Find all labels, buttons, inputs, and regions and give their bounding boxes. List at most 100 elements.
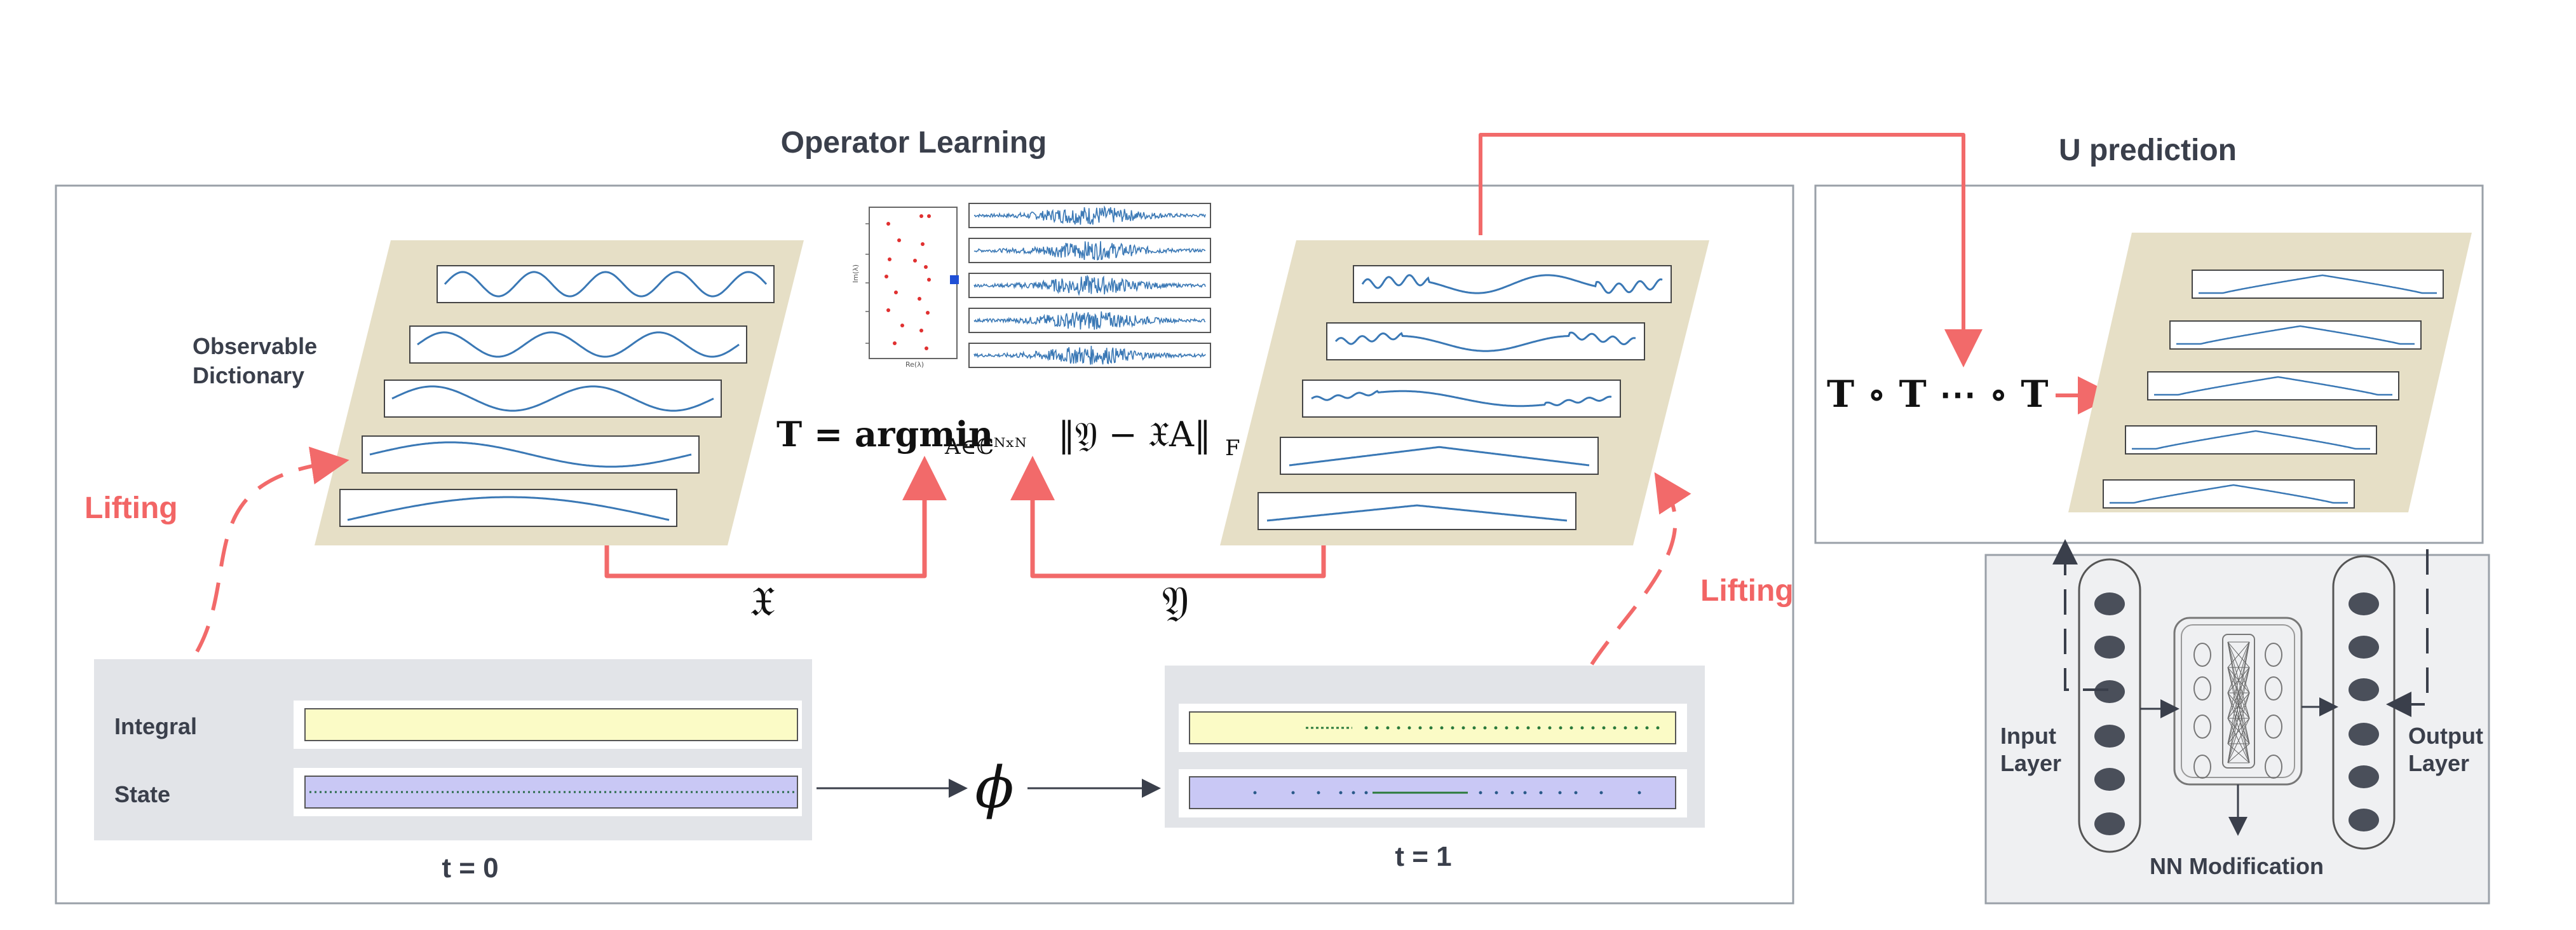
state-dot (1599, 791, 1603, 795)
hidden-node (2265, 643, 2282, 667)
eigenvalue-point (918, 297, 921, 301)
hidden-node (2265, 715, 2282, 739)
y-to-equation-arrow (1010, 456, 1326, 578)
dictionary-curves-left (339, 265, 775, 527)
integral-dot (1624, 726, 1627, 730)
lifting-left-arrow (195, 446, 349, 653)
eigenvalue-point (894, 291, 898, 294)
integral-dot (1429, 726, 1433, 730)
svg-text:T = argmin: T = argmin (776, 414, 993, 455)
hidden-node (2193, 643, 2211, 667)
t0-label: t = 0 (442, 852, 498, 884)
integral-dot (1559, 726, 1563, 730)
integral-dot (1569, 726, 1573, 730)
prediction-curve (2132, 430, 2370, 450)
frak-y-label: 𝔜 (1162, 578, 1189, 626)
lifting-right-arrow (1590, 472, 1691, 666)
integral-dot (1580, 726, 1584, 730)
input-layer (2078, 558, 2141, 853)
dictionary-curve (1334, 331, 1636, 352)
nn-feedback-right (2386, 549, 2429, 717)
input-node (2094, 680, 2125, 703)
lifting-left-label: Lifting (85, 491, 178, 525)
eigenvalue-point (924, 265, 928, 269)
nn-modification-label: NN Modification (2150, 853, 2324, 879)
integral-label: Integral (114, 713, 197, 739)
dictionary-curve (1266, 504, 1568, 522)
eigenvalue-point (927, 214, 931, 218)
svg-text:‖𝔜 − 𝔛A‖: ‖𝔜 − 𝔛A‖ (1058, 414, 1211, 455)
eigenvalue-point (888, 257, 891, 261)
state-dot (1291, 791, 1295, 795)
integral-dot (1656, 726, 1660, 730)
output-layer-label: Output (2408, 723, 2483, 749)
eigenvalue-point (900, 324, 904, 327)
prediction-curve (2154, 376, 2392, 396)
eigenvalue-plot: Im(λ) Re(λ) (851, 207, 959, 369)
integral-dot (1645, 726, 1649, 730)
integral-dot (1418, 726, 1422, 730)
dictionary-curve (1361, 274, 1663, 294)
eigenvalue-point (886, 222, 890, 226)
output-layer-label-2: Layer (2408, 750, 2469, 776)
svg-text:A∈ℂᴺˣᴺ: A∈ℂᴺˣᴺ (944, 434, 1027, 460)
integral-dot (1386, 726, 1390, 730)
eigenvalue-point (897, 238, 901, 242)
u-prediction-title: U prediction (2059, 133, 2237, 167)
eigenvalue-point (919, 214, 923, 218)
state-dot (1523, 791, 1527, 795)
spectrum-trace (973, 311, 1206, 330)
integral-dot (1472, 726, 1476, 730)
prediction-curves (2103, 270, 2444, 509)
hidden-node (2265, 755, 2282, 779)
frak-x-label: 𝔛 (750, 578, 775, 626)
eigenvalue-point (893, 341, 897, 345)
svg-text:F: F (1225, 435, 1240, 461)
state-dot (1339, 791, 1343, 795)
input-layer-label: Input (2000, 723, 2056, 749)
output-node (2349, 636, 2379, 659)
operator-learning-frame (55, 184, 1794, 905)
integral-dot (1515, 726, 1519, 730)
integral-dot (1526, 726, 1530, 730)
integral-dot (1537, 726, 1541, 730)
integral-bar-t0 (304, 708, 798, 741)
dictionary-curve (417, 331, 740, 358)
integral-dot (1505, 726, 1508, 730)
operator-to-prediction-arrow (1479, 133, 1983, 367)
hidden-node (2193, 676, 2211, 701)
operator-equation: T = argmin A∈ℂᴺˣᴺ ‖𝔜 − 𝔛A‖ F (776, 414, 1240, 461)
dictionary-curve (391, 385, 714, 412)
eigenvalue-point (913, 259, 917, 263)
state-dot (1352, 791, 1355, 795)
eigenvalue-point (921, 242, 925, 246)
dictionary-curve (1289, 446, 1590, 467)
composition-equation: T ∘ T ⋯ ∘ T (1827, 373, 2049, 416)
integral-dot (1407, 726, 1411, 730)
spectrum-trace (973, 275, 1206, 296)
state-label: State (114, 781, 170, 807)
eigenvalue-point (886, 308, 890, 312)
state-dot (1558, 791, 1562, 795)
state-dot (1637, 791, 1641, 795)
eigenvalue-point (919, 329, 923, 332)
eigenvalue-point (925, 346, 928, 350)
state-dot (1539, 791, 1543, 795)
eigenvalue-point (885, 275, 888, 278)
dictionary-curve (369, 441, 692, 468)
integral-dot (1634, 726, 1638, 730)
integral-dot (1397, 726, 1400, 730)
dictionary-curve (1311, 390, 1612, 407)
prediction-curve (2176, 325, 2415, 345)
state-dot (1510, 791, 1514, 795)
prediction-curve (2110, 484, 2348, 504)
dictionary-curve (347, 496, 670, 521)
hidden-node (2193, 755, 2211, 779)
phi-label: ϕ (975, 755, 1013, 821)
nn-feedback-left (2052, 539, 2108, 691)
dictionary-curves-right (1257, 265, 1672, 530)
operator-learning-title: Operator Learning (781, 126, 1047, 160)
integral-dot (1375, 726, 1379, 730)
hidden-node (2193, 715, 2211, 739)
integral-dot (1451, 726, 1454, 730)
